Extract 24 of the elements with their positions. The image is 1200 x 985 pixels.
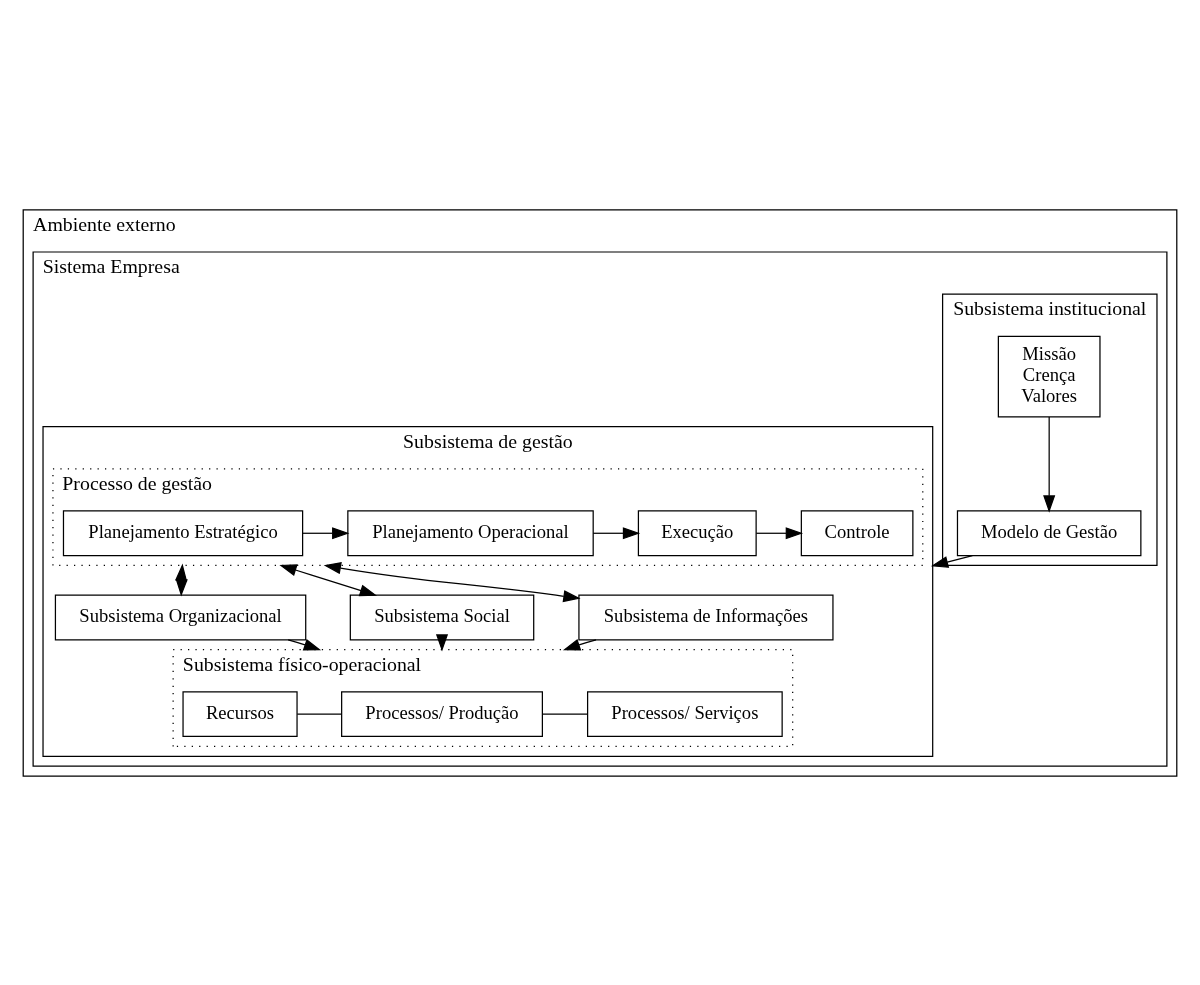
node-box: Execução (637, 509, 757, 556)
node-box: Subsistema de Informações (578, 594, 834, 640)
connector (296, 713, 342, 715)
arrow (755, 526, 804, 539)
node-box: Processos/ Serviços (587, 690, 783, 737)
arrow (930, 554, 974, 568)
node-box: Subsistema Organizacional (54, 594, 307, 640)
arrow (323, 561, 581, 602)
arrow (1043, 415, 1056, 513)
arrow (562, 638, 597, 651)
node-box: Planejamento Operacional (347, 509, 594, 556)
arrow (435, 633, 449, 652)
arrow (302, 526, 350, 539)
connector (541, 713, 589, 715)
arrow (279, 563, 378, 596)
node-box: Recursos (182, 690, 298, 737)
node-box: Controle (800, 509, 914, 556)
arrow (175, 563, 188, 597)
arrow (592, 526, 641, 539)
node-box: Processos/ Produção (341, 690, 543, 737)
node-box: Planejamento Estratégico (62, 509, 304, 556)
arrow (287, 638, 322, 651)
node-box: Missão Crença Valores (997, 335, 1101, 417)
node-box: Modelo de Gestão (956, 509, 1142, 556)
